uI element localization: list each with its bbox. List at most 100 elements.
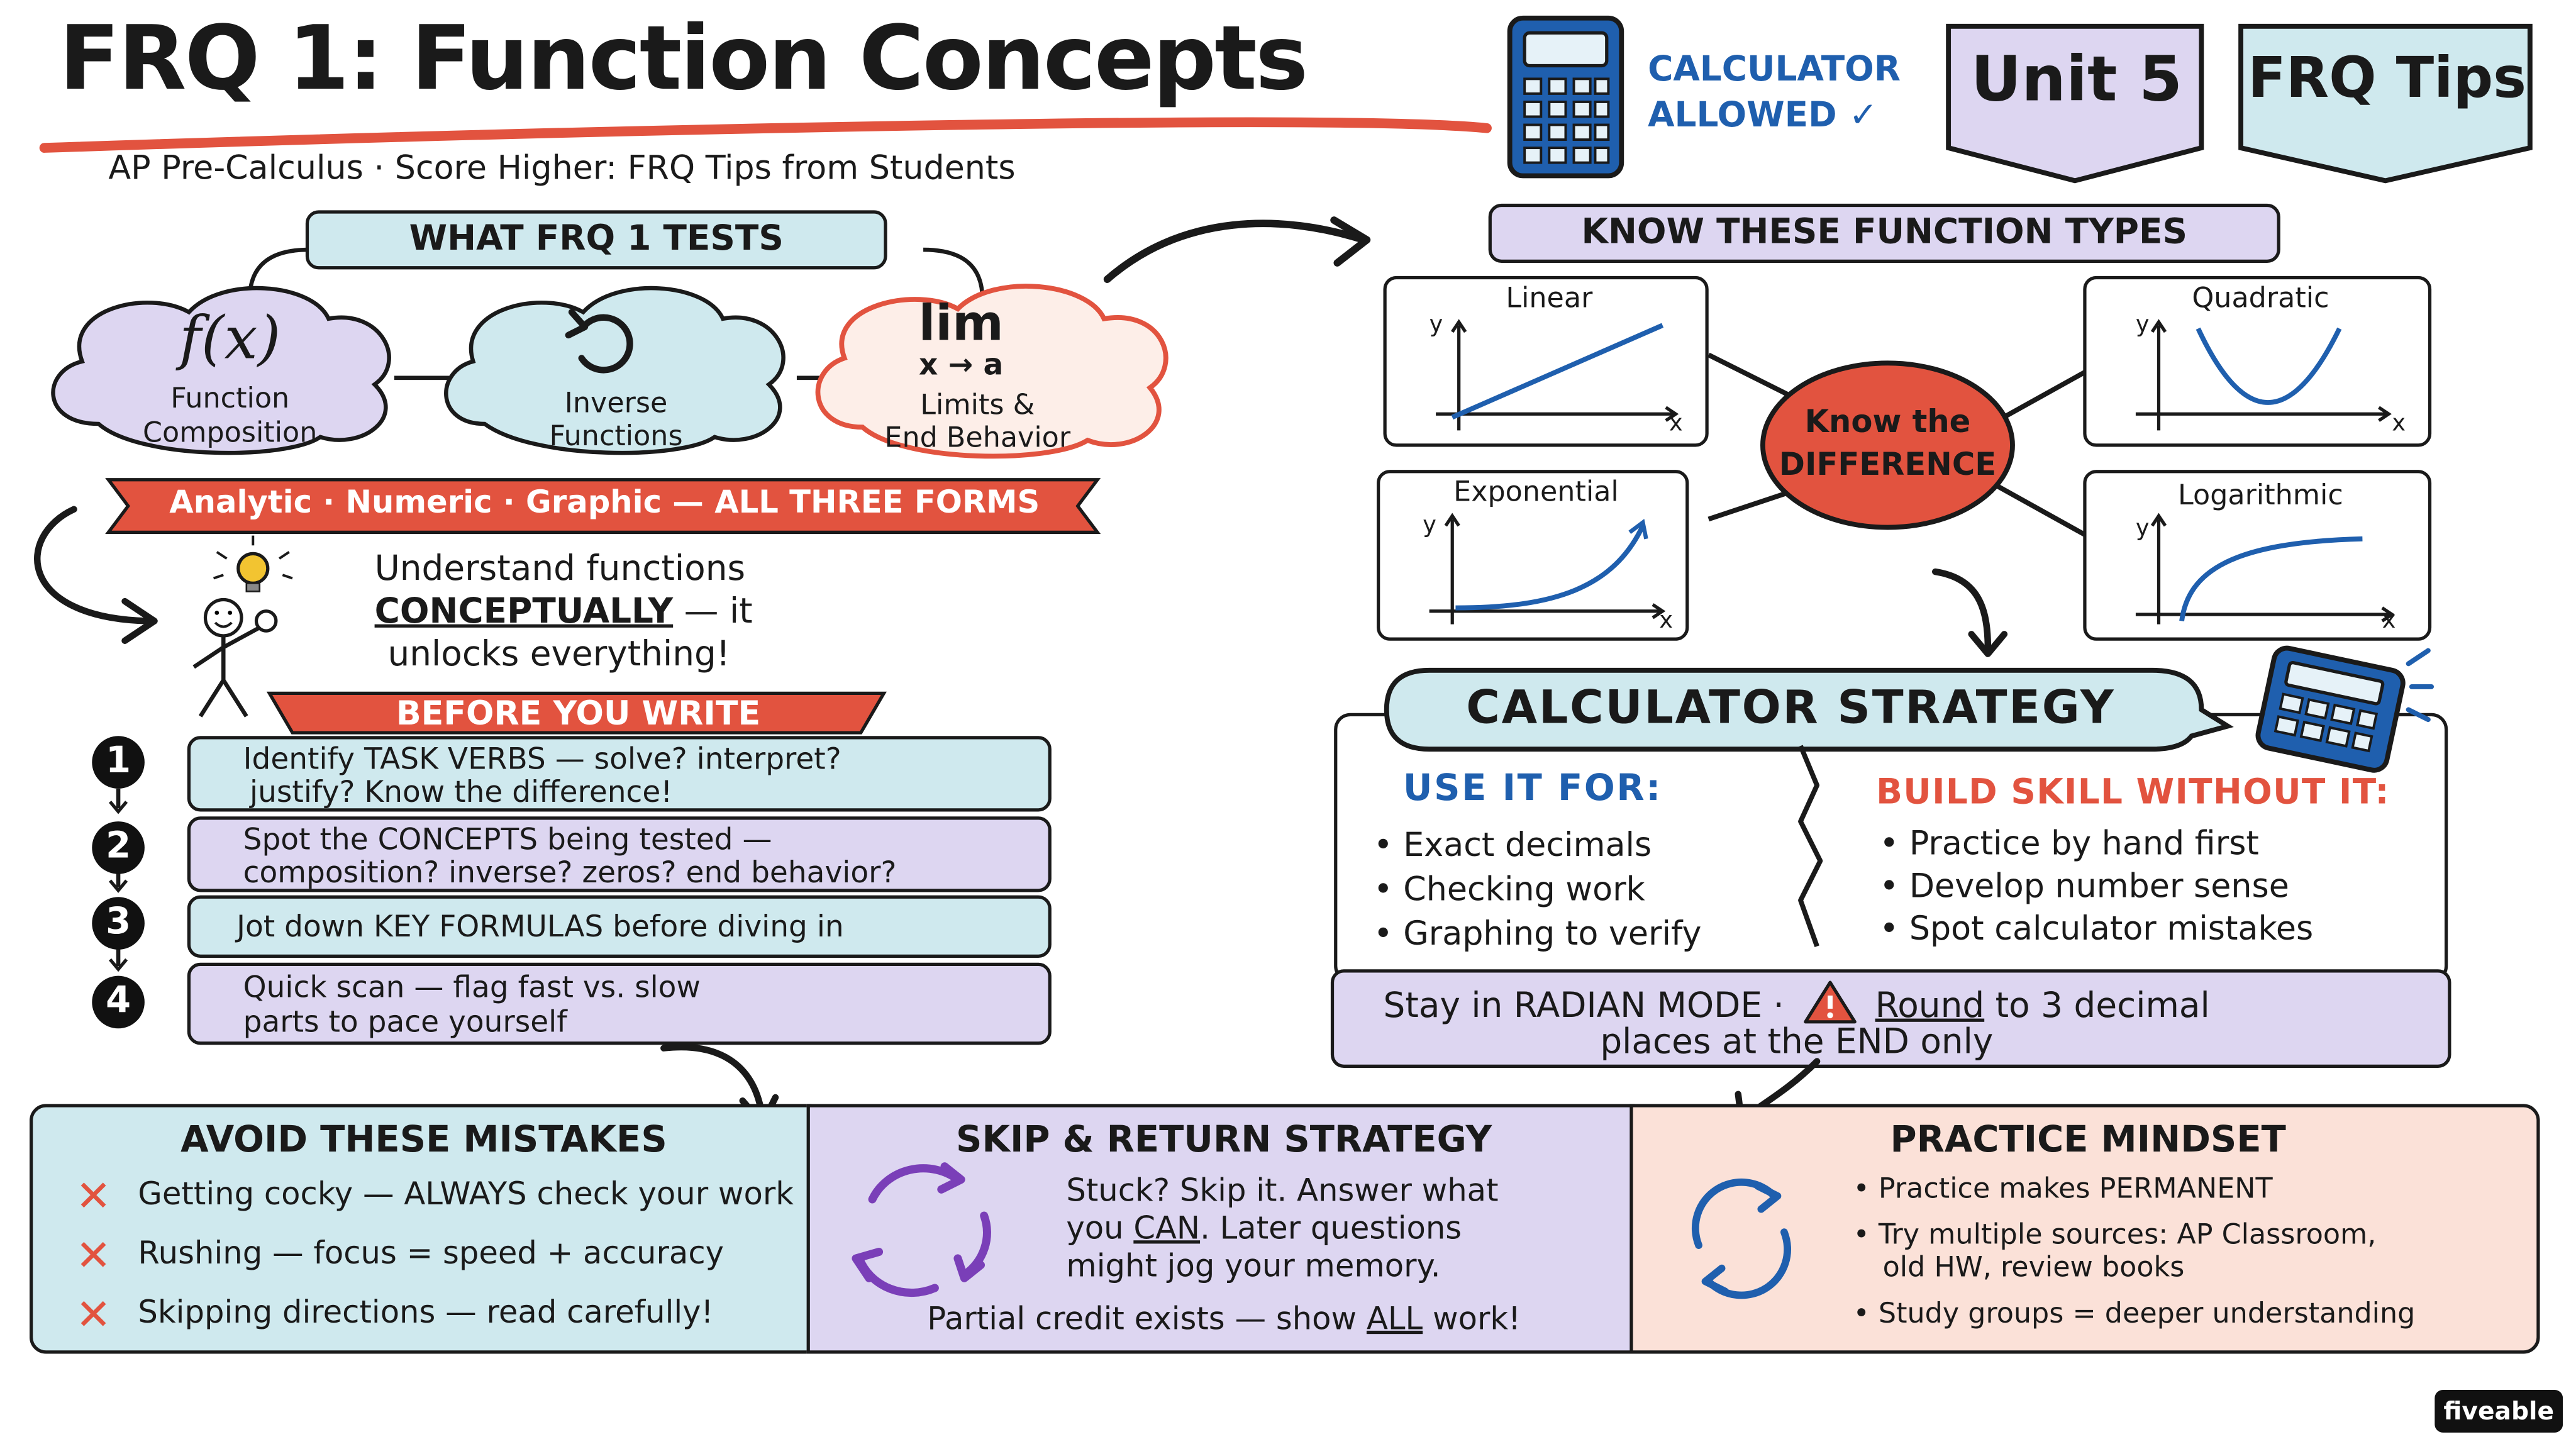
forms-banner: Analytic · Numeric · Graphic — ALL THREE… (169, 484, 1040, 521)
composition-symbol: f(x) (179, 305, 281, 373)
calculator-heading: CALCULATOR STRATEGY (1466, 680, 2116, 735)
x-mark-icon: ✕ (75, 1173, 112, 1223)
arrow-to-calculator-strategy (1931, 568, 2008, 657)
practice-heading: PRACTICE MINDSET (1890, 1120, 2286, 1162)
step-number-1: 1 (106, 741, 131, 782)
use-it-title: USE IT FOR: (1402, 769, 1662, 810)
step-2-line1: Spot the CONCEPTS being tested — (243, 823, 772, 858)
skip-line2: you CAN. Later questions (1066, 1211, 1462, 1246)
left-curve-arrow (34, 506, 158, 644)
concept-line2: CONCEPTUALLY — it (375, 591, 753, 631)
step-box-2: Spot the CONCEPTS being tested — composi… (187, 816, 1052, 892)
exponential-plot (1429, 513, 1666, 625)
step-box-4: Quick scan — flag fast vs. slow parts to… (187, 962, 1052, 1045)
graph-quadratic: Quadratic y x (2083, 275, 2432, 447)
stick-figure-lightbulb-icon (192, 535, 293, 718)
before-banner-shape (266, 691, 887, 735)
step-numbers (92, 736, 145, 1029)
x-mark-icon: ✕ (75, 1291, 112, 1341)
skip-footer-b: work! (1423, 1301, 1521, 1338)
limit-subscript: x → a (919, 348, 1004, 383)
build-item-1: • Practice by hand first (1879, 823, 2259, 863)
skip-footer-all: ALL (1366, 1301, 1423, 1338)
tests-heading: WHAT FRQ 1 TESTS (305, 210, 887, 270)
radian-note-line1: Stay in RADIAN MODE · Round to 3 decimal (1384, 979, 2210, 1025)
concept-line3: unlocks everything! (387, 634, 730, 674)
graph-logarithmic: Logarithmic y x (2083, 470, 2432, 641)
skip-line2-can: CAN (1133, 1211, 1201, 1247)
radian-note-part2: to 3 decimal (1995, 985, 2210, 1026)
calculator-allowed-line1: CALCULATOR (1648, 49, 1901, 89)
zigzag-divider (1798, 745, 1823, 947)
concept-emphasis: CONCEPTUALLY (374, 591, 674, 631)
step-number-2: 2 (106, 826, 131, 868)
tips-badge: FRQ Tips (2248, 46, 2527, 112)
title-underline (39, 117, 1492, 153)
radian-note-round: Round (1875, 985, 1985, 1026)
mistake-1: Getting cocky — ALWAYS check your work (138, 1176, 794, 1213)
logarithmic-x-label: x (2382, 608, 2396, 635)
difference-circle (1760, 360, 2015, 530)
inverse-line2: Functions (549, 420, 683, 453)
tips-badge-shape (2238, 23, 2533, 184)
composition-line2: Composition (143, 417, 318, 450)
use-item-1: • Exact decimals (1373, 824, 1652, 865)
skip-heading: SKIP & RETURN STRATEGY (956, 1120, 1492, 1162)
difference-line1: Know the (1804, 404, 1971, 441)
step-1-line1: Identify TASK VERBS — solve? interpret? (243, 742, 841, 777)
mistake-3: Skipping directions — read carefully! (138, 1294, 714, 1331)
practice-item-2-line1: • Try multiple sources: AP Classroom, (1853, 1219, 2377, 1252)
use-item-3: • Graphing to verify (1373, 913, 1702, 953)
step-4-line1: Quick scan — flag fast vs. slow (243, 970, 701, 1006)
radian-note-box: Stay in RADIAN MODE · Round to 3 decimal… (1330, 969, 2451, 1068)
radian-note-part1: Stay in RADIAN MODE · (1383, 985, 1784, 1026)
unit-badge: Unit 5 (1970, 42, 2183, 115)
graph-exponential: Exponential y x (1377, 470, 1689, 641)
cycle-arrows-icon (852, 1162, 991, 1297)
calculator-icon (1507, 15, 1624, 179)
calculator-small-icon (2255, 645, 2434, 773)
linear-y-label: y (1429, 312, 1443, 339)
graph-exponential-title: Exponential (1453, 476, 1619, 509)
calculator-strategy-panel (1334, 713, 2448, 983)
step-2-line2: composition? inverse? zeros? end behavio… (243, 855, 897, 891)
skip-line3: might jog your memory. (1066, 1248, 1441, 1285)
calculator-allowed-line2: ALLOWED ✓ (1648, 95, 1878, 135)
limits-line1: Limits & (920, 389, 1035, 423)
fiveable-logo: fiveable (2434, 1389, 2563, 1433)
graph-logarithmic-title: Logarithmic (2178, 479, 2343, 513)
practice-item-1: • Practice makes PERMANENT (1853, 1173, 2273, 1206)
logarithmic-y-label: y (2135, 516, 2150, 543)
limits-line2: End Behavior (884, 422, 1071, 455)
difference-line2: DIFFERENCE (1779, 447, 1997, 483)
step-4-line2: parts to pace yourself (243, 1005, 567, 1040)
step-1-line2: justify? Know the difference! (250, 775, 673, 810)
radian-note-line2: places at the END only (1600, 1021, 1994, 1062)
use-item-2: • Checking work (1373, 869, 1645, 909)
limit-symbol: lim (918, 296, 1004, 353)
graph-linear: Linear y x (1383, 275, 1709, 447)
concept-line1: Understand functions (374, 548, 746, 589)
concept-line2-rest: — it (673, 591, 753, 631)
linear-x-label: x (1669, 411, 1683, 437)
linear-plot (1436, 319, 1679, 431)
logarithmic-plot (2135, 513, 2396, 625)
skip-line1: Stuck? Skip it. Answer what (1066, 1173, 1499, 1209)
step-box-3: Jot down KEY FORMULAS before diving in (187, 895, 1052, 958)
step-3-line1: Jot down KEY FORMULAS before diving in (236, 910, 844, 945)
step-number-3: 3 (106, 902, 131, 943)
mistakes-heading: AVOID THESE MISTAKES (180, 1120, 667, 1162)
build-skill-title: BUILD SKILL WITHOUT IT: (1876, 772, 2390, 812)
skip-footer-a: Partial credit exists — show (927, 1301, 1367, 1338)
types-heading: KNOW THESE FUNCTION TYPES (1488, 203, 2280, 263)
skip-line2-b: . Later questions (1200, 1211, 1462, 1247)
unit-badge-shape (1946, 23, 2204, 184)
mistake-2: Rushing — focus = speed + accuracy (138, 1235, 724, 1272)
warning-icon (1803, 980, 1857, 1024)
x-mark-icon: ✕ (75, 1232, 112, 1282)
inverse-line1: Inverse (564, 387, 668, 421)
repeat-arrows-icon (1691, 1178, 1792, 1299)
step-number-4: 4 (106, 980, 131, 1022)
exponential-y-label: y (1423, 513, 1436, 539)
